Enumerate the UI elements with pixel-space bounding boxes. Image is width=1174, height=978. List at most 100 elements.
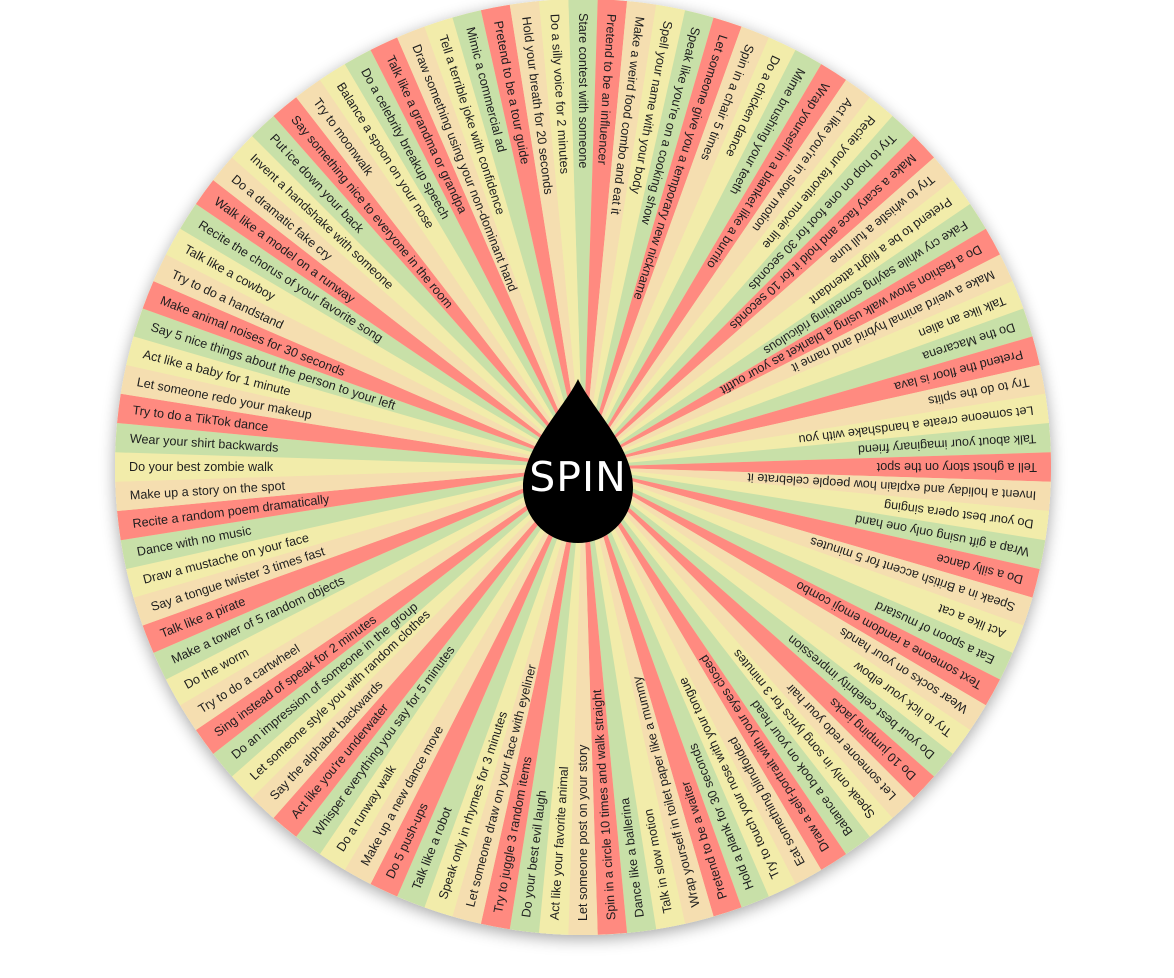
wheel-segment bbox=[583, 467, 1040, 598]
wheel-segment bbox=[583, 467, 1033, 626]
wheel-segment bbox=[166, 467, 583, 706]
wheel-segment bbox=[583, 37, 796, 467]
wheel-segment bbox=[583, 26, 769, 468]
wheel-segment bbox=[583, 467, 893, 837]
wheel-segment bbox=[583, 467, 769, 908]
wheel-segment bbox=[583, 10, 714, 467]
wheel-segment bbox=[583, 467, 714, 924]
wheel-segment bbox=[252, 115, 583, 467]
wheel-segment bbox=[583, 467, 935, 798]
wheel-segment bbox=[120, 467, 584, 570]
wheel-segment bbox=[583, 228, 1000, 467]
wheel-segment bbox=[424, 17, 583, 468]
wheel-segment bbox=[568, 467, 598, 935]
teardrop-pointer-icon bbox=[523, 379, 633, 543]
wheel-segment bbox=[583, 467, 914, 819]
wheel-segment bbox=[583, 97, 893, 467]
wheel-segment bbox=[583, 308, 1033, 467]
wheel-segment bbox=[344, 467, 583, 884]
wheel-segment bbox=[117, 467, 584, 541]
wheel-segment bbox=[509, 1, 583, 468]
wheel-segment bbox=[213, 467, 583, 777]
wheel-segment bbox=[142, 467, 584, 653]
wheel-segment bbox=[583, 467, 796, 897]
wheel-segment bbox=[583, 467, 986, 731]
wheel-segment bbox=[166, 228, 583, 467]
wheel-segment bbox=[180, 203, 583, 467]
wheel-segment bbox=[344, 50, 583, 468]
wheel-segment bbox=[583, 467, 822, 884]
wheel-segment bbox=[117, 393, 584, 467]
wheel-segment bbox=[319, 467, 583, 870]
wheel-segment bbox=[397, 467, 583, 908]
wheel-segment-label: Do your best zombie walk bbox=[129, 460, 274, 474]
wheel-segment bbox=[583, 180, 971, 468]
wheel-segment bbox=[142, 281, 584, 467]
wheel-segment bbox=[583, 467, 628, 935]
wheel-segment bbox=[296, 467, 583, 855]
spin-button-label: SPIN bbox=[529, 453, 627, 501]
wheel-segment bbox=[583, 254, 1013, 467]
wheel-segment bbox=[583, 0, 628, 467]
wheel-segment bbox=[120, 364, 584, 467]
wheel-segment bbox=[583, 1, 657, 468]
spin-button-shape bbox=[523, 379, 633, 543]
wheel-segment bbox=[583, 364, 1046, 467]
wheel-segment bbox=[115, 422, 583, 467]
wheel-segment bbox=[568, 0, 598, 467]
wheel-segment bbox=[583, 157, 953, 467]
wheel-segment bbox=[583, 467, 1046, 570]
wheel-segment bbox=[538, 0, 583, 467]
wheel-segment bbox=[583, 136, 935, 467]
wheel-segment bbox=[583, 467, 1024, 653]
wheel-segment bbox=[115, 467, 583, 512]
wheel-segment bbox=[583, 452, 1051, 482]
wheel-segment bbox=[213, 157, 583, 467]
wheel-segment bbox=[115, 452, 583, 482]
wheel-segment bbox=[296, 79, 583, 467]
wheel-segment bbox=[583, 467, 686, 930]
wheel-segment bbox=[180, 467, 583, 731]
wheel-segment bbox=[231, 136, 584, 467]
wheel-segment bbox=[583, 4, 686, 467]
wheel-segment bbox=[583, 17, 742, 468]
wheel-segment bbox=[126, 336, 583, 467]
wheel-segment bbox=[583, 467, 847, 870]
wheel-segment bbox=[133, 308, 583, 467]
wheel-segment bbox=[538, 467, 583, 935]
wheel-segment bbox=[583, 467, 1049, 541]
wheel-segment bbox=[583, 467, 953, 777]
wheel-segment bbox=[509, 467, 583, 933]
wheel-segment bbox=[370, 37, 583, 467]
wheel-segment bbox=[583, 115, 914, 467]
wheel-segment bbox=[583, 467, 1051, 512]
wheel-segment bbox=[583, 336, 1040, 467]
wheel-segment bbox=[583, 467, 742, 917]
wheel-segment bbox=[583, 467, 971, 754]
wheel-segment-label: Stare contest with someone bbox=[576, 13, 590, 168]
wheel-segment bbox=[583, 79, 870, 467]
wheel-segment bbox=[452, 10, 583, 467]
wheel-segment bbox=[583, 281, 1024, 467]
wheel-segment bbox=[424, 467, 583, 917]
wheel-segment bbox=[195, 180, 584, 468]
wheel-segment bbox=[273, 467, 583, 837]
wheel-segment bbox=[583, 467, 870, 855]
wheel-segment bbox=[153, 254, 583, 467]
wheel-segment bbox=[273, 97, 583, 467]
wheel-segment bbox=[252, 467, 583, 819]
wheel-segment-label: Tell a ghost story on the spot bbox=[876, 460, 1037, 474]
wheel-segment bbox=[583, 393, 1049, 467]
wheel-segment bbox=[583, 467, 1000, 706]
wheel-segment bbox=[126, 467, 583, 598]
wheel-segment bbox=[480, 4, 583, 467]
wheel-segment bbox=[319, 64, 583, 467]
wheel-segment bbox=[583, 467, 1013, 680]
wheel-segment bbox=[397, 26, 583, 468]
wheel-segment bbox=[231, 467, 584, 798]
wheel-segment bbox=[480, 467, 583, 930]
wheel-segment bbox=[583, 64, 847, 467]
spin-button[interactable]: SPIN bbox=[521, 377, 635, 545]
